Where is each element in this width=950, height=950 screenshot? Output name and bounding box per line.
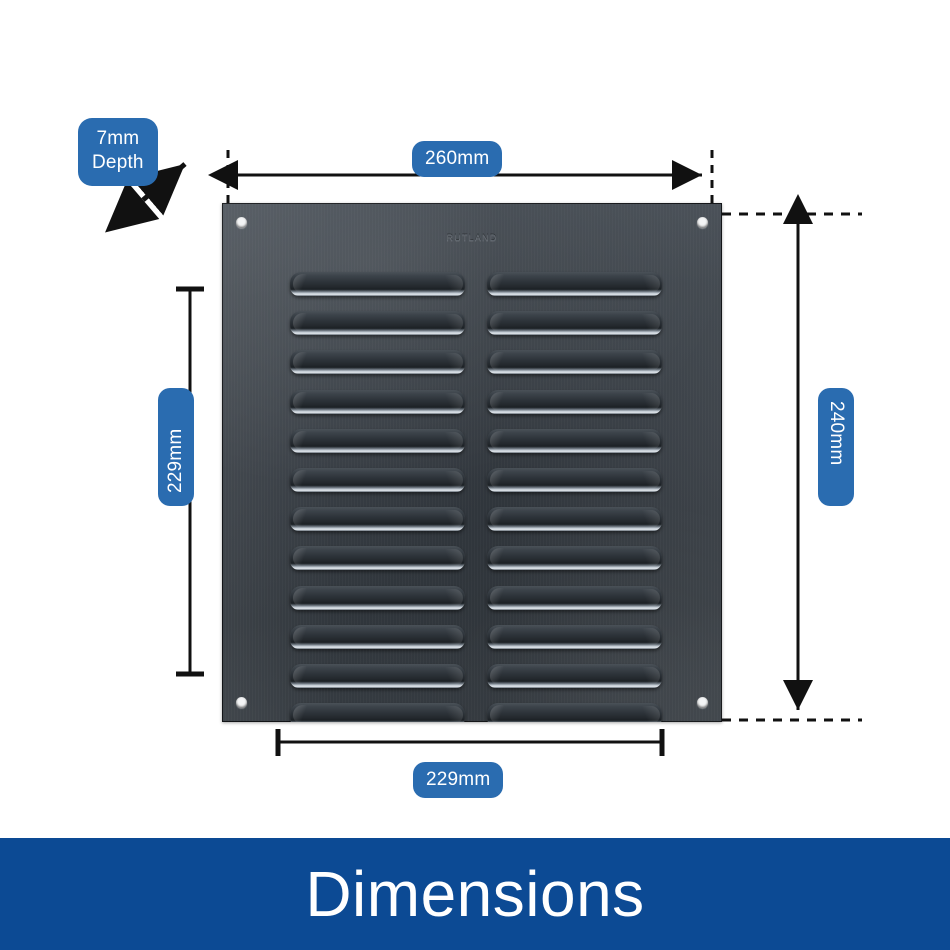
right-height-label-badge: 240mm bbox=[818, 388, 854, 506]
louvre-blade bbox=[487, 624, 662, 649]
top-width-label-badge: 260mm bbox=[412, 141, 503, 177]
louvre-blade bbox=[290, 507, 465, 532]
louvre-blade bbox=[290, 585, 465, 610]
louvre-blade bbox=[487, 389, 662, 414]
depth-value: 7mm bbox=[96, 128, 140, 149]
louvre-blade bbox=[290, 664, 465, 688]
louvre-blade bbox=[290, 428, 465, 453]
left-height-label-badge: 229mm bbox=[158, 388, 194, 506]
footer-title: Dimensions bbox=[305, 858, 645, 930]
panel-emboss-logo: RUTLAND bbox=[446, 233, 498, 243]
louvre-blade bbox=[487, 664, 662, 688]
louvre-blade bbox=[487, 468, 662, 492]
depth-label-badge: 7mm Depth bbox=[78, 118, 158, 186]
mounting-hole-bottom-left bbox=[236, 697, 247, 708]
louvre-blade bbox=[487, 585, 662, 610]
mounting-hole-top-right bbox=[697, 217, 708, 228]
bottom-width-dimension bbox=[275, 729, 665, 756]
louvre-vent-panel: RUTLAND bbox=[222, 203, 722, 722]
louvre-blade bbox=[487, 272, 662, 296]
louvre-blade bbox=[487, 350, 662, 375]
louvre-blade bbox=[290, 350, 465, 375]
louvre-blade bbox=[290, 389, 465, 414]
mounting-hole-bottom-right bbox=[697, 697, 708, 708]
louvre-blade bbox=[487, 546, 662, 571]
louvre-blade bbox=[487, 311, 662, 336]
mounting-hole-top-left bbox=[236, 217, 247, 228]
louvre-blade bbox=[290, 703, 465, 722]
louvre-blade bbox=[290, 468, 465, 492]
louvre-blade bbox=[290, 272, 465, 296]
louvre-blade bbox=[290, 624, 465, 649]
louvre-blade bbox=[290, 546, 465, 571]
footer-banner: Dimensions bbox=[0, 838, 950, 950]
louvre-blade bbox=[487, 428, 662, 453]
louvre-blade bbox=[487, 507, 662, 532]
louvre-blade bbox=[487, 703, 662, 722]
louvre-blade bbox=[290, 311, 465, 336]
bottom-width-label-badge: 229mm bbox=[413, 762, 504, 798]
depth-word: Depth bbox=[92, 151, 144, 173]
